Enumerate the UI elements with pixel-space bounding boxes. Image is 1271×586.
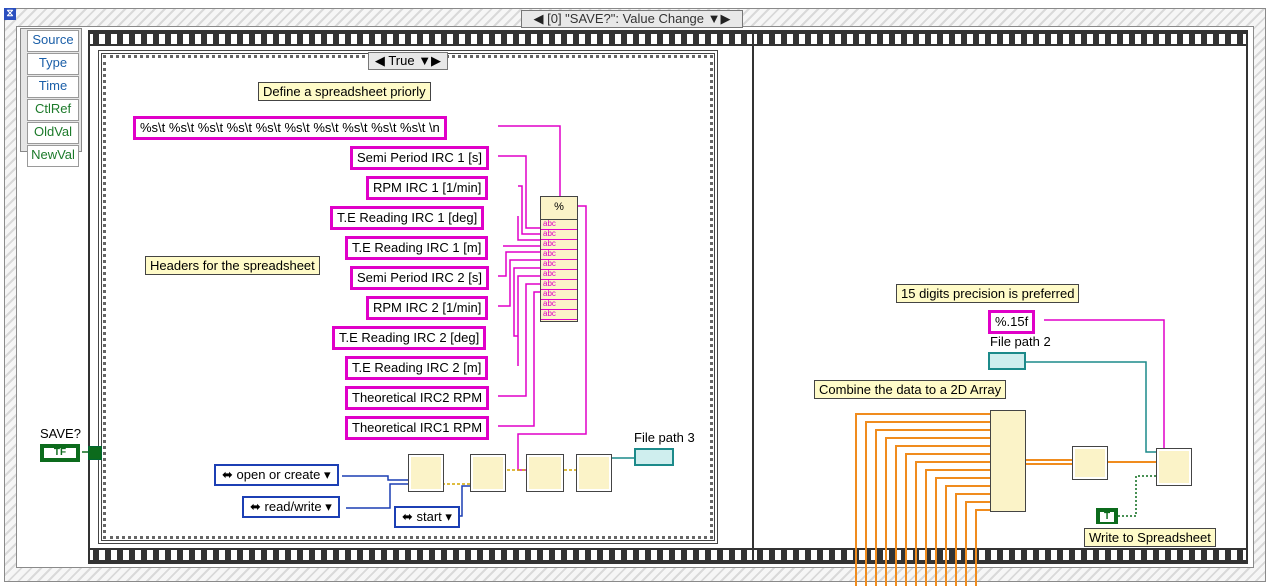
format-into-string-node[interactable]: % abc abc abc abc abc abc abc abc abc ab… bbox=[540, 196, 578, 322]
header-constant-1[interactable]: Semi Period IRC 1 [s] bbox=[350, 146, 489, 170]
sequence-frame-1-top-strip bbox=[90, 32, 756, 46]
open-file-icon[interactable] bbox=[408, 454, 444, 492]
access-value: read/write bbox=[264, 499, 322, 514]
event-data-node: Source Type Time CtlRef OldVal NewVal bbox=[20, 28, 82, 167]
file-path-2-terminal[interactable] bbox=[988, 352, 1026, 370]
format-string-constant[interactable]: %s\t %s\t %s\t %s\t %s\t %s\t %s\t %s\t … bbox=[133, 116, 447, 140]
event-data-time[interactable]: Time bbox=[27, 76, 79, 98]
file-path-3-label: File path 3 bbox=[634, 430, 695, 445]
write-to-spreadsheet-label: Write to Spreadsheet bbox=[1084, 528, 1216, 547]
header-constant-8[interactable]: T.E Reading IRC 2 [m] bbox=[345, 356, 489, 380]
case-selector[interactable]: ◀ True ▼▶ bbox=[368, 52, 448, 70]
header-constant-9[interactable]: Theoretical IRC2 RPM bbox=[345, 386, 490, 410]
header-constant-2[interactable]: RPM IRC 1 [1/min] bbox=[366, 176, 489, 200]
from-enum[interactable]: ⬌ start ▾ bbox=[394, 506, 460, 528]
header-constant-7[interactable]: T.E Reading IRC 2 [deg] bbox=[332, 326, 487, 350]
case-selector-terminal bbox=[88, 446, 102, 460]
close-file-icon[interactable] bbox=[576, 454, 612, 492]
format-input-1: abc bbox=[541, 220, 577, 230]
set-file-position-icon[interactable] bbox=[470, 454, 506, 492]
header-constant-5[interactable]: Semi Period IRC 2 [s] bbox=[350, 266, 489, 290]
event-data-ctlref[interactable]: CtlRef bbox=[27, 99, 79, 121]
define-spreadsheet-note: Define a spreadsheet priorly bbox=[258, 82, 431, 101]
increment-arrow-icon[interactable]: ▶ bbox=[720, 11, 731, 26]
header-constant-4[interactable]: T.E Reading IRC 1 [m] bbox=[345, 236, 489, 260]
event-data-oldval[interactable]: OldVal bbox=[27, 122, 79, 144]
format-percent-icon: % bbox=[541, 197, 577, 220]
open-operation-enum[interactable]: ⬌ open or create ▾ bbox=[214, 464, 339, 486]
dropdown-arrow-icon[interactable]: ▼ bbox=[707, 11, 721, 26]
event-data-newval[interactable]: NewVal bbox=[27, 145, 79, 167]
format-input-5: abc bbox=[541, 260, 577, 270]
event-data-type[interactable]: Type bbox=[27, 53, 79, 75]
write-to-spreadsheet-icon[interactable] bbox=[1156, 448, 1192, 486]
case-decrement-icon[interactable]: ◀ bbox=[374, 53, 385, 68]
format-input-10: abc bbox=[541, 310, 577, 320]
save-control-label: SAVE? bbox=[40, 426, 81, 441]
header-constant-6[interactable]: RPM IRC 2 [1/min] bbox=[366, 296, 489, 320]
format-input-7: abc bbox=[541, 280, 577, 290]
case-label: True bbox=[388, 53, 415, 68]
from-value: start bbox=[416, 509, 442, 524]
event-case-selector[interactable]: ◀ [0] "SAVE?": Value Change ▼▶ bbox=[521, 10, 743, 28]
file-path-2-label: File path 2 bbox=[990, 334, 1051, 349]
open-operation-value: open or create bbox=[236, 467, 321, 482]
transpose-array-icon[interactable] bbox=[1072, 446, 1108, 480]
format-input-4: abc bbox=[541, 250, 577, 260]
format-input-9: abc bbox=[541, 300, 577, 310]
format-input-3: abc bbox=[541, 240, 577, 250]
save-boolean-terminal[interactable]: TF bbox=[40, 444, 80, 462]
precision-format-constant[interactable]: %.15f bbox=[988, 310, 1036, 334]
sequence-frame-2-top-strip bbox=[754, 32, 1246, 46]
file-path-3-terminal[interactable] bbox=[634, 448, 674, 466]
format-input-2: abc bbox=[541, 230, 577, 240]
sequence-frame-2-bottom-strip bbox=[754, 548, 1246, 562]
event-data-source[interactable]: Source bbox=[27, 30, 79, 52]
true-constant-text: T bbox=[1100, 512, 1114, 522]
save-terminal-text: TF bbox=[44, 448, 76, 458]
access-enum[interactable]: ⬌ read/write ▾ bbox=[242, 496, 340, 518]
decrement-arrow-icon[interactable]: ◀ bbox=[533, 11, 544, 26]
event-case-label: [0] "SAVE?": Value Change bbox=[547, 11, 705, 26]
sequence-frame-1-bottom-strip bbox=[90, 548, 756, 562]
header-constant-10[interactable]: Theoretical IRC1 RPM bbox=[345, 416, 490, 440]
precision-note: 15 digits precision is preferred bbox=[896, 284, 1080, 303]
true-constant[interactable]: T bbox=[1096, 508, 1118, 524]
combine-note: Combine the data to a 2D Array bbox=[814, 380, 1007, 399]
case-dropdown-icon[interactable]: ▼▶ bbox=[418, 53, 442, 68]
write-text-file-icon[interactable] bbox=[526, 454, 564, 492]
format-input-6: abc bbox=[541, 270, 577, 280]
headers-note: Headers for the spreadsheet bbox=[145, 256, 320, 275]
header-constant-3[interactable]: T.E Reading IRC 1 [deg] bbox=[330, 206, 485, 230]
hourglass-icon: ⧖ bbox=[4, 8, 16, 20]
format-input-8: abc bbox=[541, 290, 577, 300]
build-array-node[interactable] bbox=[990, 410, 1026, 512]
